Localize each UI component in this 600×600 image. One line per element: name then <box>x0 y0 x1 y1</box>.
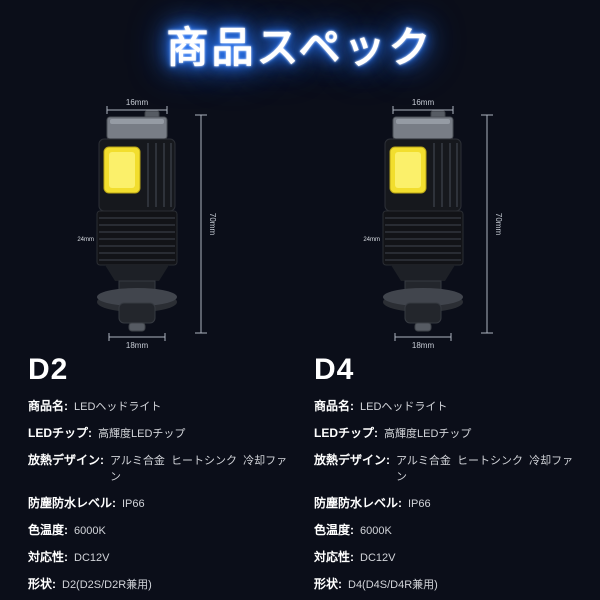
dimension-bottom-label: 18mm <box>412 341 435 349</box>
spec-label: 色温度: <box>28 523 68 537</box>
bulb-illustration: 70mm 16mm 18mm <box>77 98 217 349</box>
spec-row: LEDチップ: 高輝度LEDチップ <box>314 424 574 441</box>
spec-value: 6000K <box>74 525 106 537</box>
spec-row: 形状: D4(D4S/D4R兼用) <box>314 575 574 592</box>
spec-value: アルミ合金 ヒートシンク 冷却ファン <box>110 455 288 483</box>
spec-label: 商品名: <box>28 399 68 413</box>
bulb-illustration: 70mm 16mm 18mm <box>363 98 503 349</box>
bulb-ribbed-body <box>96 210 178 266</box>
bulb-body: 24mm <box>77 110 178 332</box>
spec-label: 商品名: <box>314 399 354 413</box>
spec-row: 対応性: DC12V <box>314 548 574 565</box>
spec-value: DC12V <box>74 552 110 564</box>
spec-value: IP66 <box>408 498 431 510</box>
dimension-width-top: 16mm <box>106 98 168 114</box>
spec-row: 色温度: 6000K <box>28 521 288 538</box>
spec-row: 商品名: LEDヘッドライト <box>314 397 574 414</box>
product-figure: 70mm 16mm 18mm <box>26 97 288 349</box>
spec-value: IP66 <box>122 498 145 510</box>
spec-value: 高輝度LEDチップ <box>384 428 472 440</box>
product-name-heading: D4 <box>314 353 355 386</box>
spec-list: 商品名: LEDヘッドライト LEDチップ: 高輝度LEDチップ 放熱デザイン:… <box>312 397 574 600</box>
spec-value: 6000K <box>360 525 392 537</box>
dimension-width-bottom: 18mm <box>394 333 452 349</box>
product-column-d4: 70mm 16mm 18mm <box>312 97 574 600</box>
dimension-width-top: 16mm <box>392 98 454 114</box>
spec-row: 防塵防水レベル: IP66 <box>314 494 574 511</box>
base-nub <box>128 322 146 332</box>
dimension-bottom-label: 18mm <box>126 341 149 349</box>
spec-label: 色温度: <box>314 523 354 537</box>
spec-label: 対応性: <box>28 550 68 564</box>
spec-label: 防塵防水レベル: <box>28 496 116 510</box>
spec-value: 高輝度LEDチップ <box>98 428 186 440</box>
spec-list: 商品名: LEDヘッドライト LEDチップ: 高輝度LEDチップ 放熱デザイン:… <box>26 397 288 600</box>
dimension-height-label: 70mm <box>494 213 503 236</box>
product-columns: 70mm 16mm 18mm <box>0 75 600 600</box>
spec-label: LEDチップ: <box>314 426 378 440</box>
dimension-mid-label: 24mm <box>363 237 380 243</box>
spec-label: 形状: <box>28 577 56 591</box>
page-title: 商品スペック <box>166 24 434 71</box>
spec-label: 放熱デザイン: <box>314 453 390 467</box>
dimension-width-bottom: 18mm <box>108 333 166 349</box>
spec-label: 対応性: <box>314 550 354 564</box>
dimension-height-label: 70mm <box>208 213 217 236</box>
spec-value: D2(D2S/D2R兼用) <box>62 579 152 591</box>
spec-row: 商品名: LEDヘッドライト <box>28 397 288 414</box>
dimension-top-label: 16mm <box>126 98 149 107</box>
spec-row: 色温度: 6000K <box>314 521 574 538</box>
spec-value: アルミ合金 ヒートシンク 冷却ファン <box>396 455 574 483</box>
base-nub <box>414 322 432 332</box>
dimension-height: 70mm <box>195 114 217 334</box>
dimension-top-label: 16mm <box>412 98 435 107</box>
spec-row: LEDチップ: 高輝度LEDチップ <box>28 424 288 441</box>
product-column-d2: 70mm 16mm 18mm <box>26 97 288 600</box>
spec-value: DC12V <box>360 552 396 564</box>
spec-row: 形状: D2(D2S/D2R兼用) <box>28 575 288 592</box>
bulb-body: 24mm <box>363 110 464 332</box>
spec-label: 放熱デザイン: <box>28 453 104 467</box>
spec-value: LEDヘッドライト <box>74 401 162 413</box>
dimension-mid-label: 24mm <box>77 237 94 243</box>
spec-label: LEDチップ: <box>28 426 92 440</box>
spec-value: D4(D4S/D4R兼用) <box>348 579 438 591</box>
spec-row: 対応性: DC12V <box>28 548 288 565</box>
spec-label: 形状: <box>314 577 342 591</box>
spec-row: 放熱デザイン: アルミ合金 ヒートシンク 冷却ファン <box>314 451 574 484</box>
product-name-heading: D2 <box>28 353 69 386</box>
spec-label: 防塵防水レベル: <box>314 496 402 510</box>
dimension-height: 70mm <box>481 114 503 334</box>
spec-row: 防塵防水レベル: IP66 <box>28 494 288 511</box>
bulb-ribbed-body <box>382 210 464 266</box>
spec-value: LEDヘッドライト <box>360 401 448 413</box>
spec-row: 放熱デザイン: アルミ合金 ヒートシンク 冷却ファン <box>28 451 288 484</box>
product-figure: 70mm 16mm 18mm <box>312 97 574 349</box>
